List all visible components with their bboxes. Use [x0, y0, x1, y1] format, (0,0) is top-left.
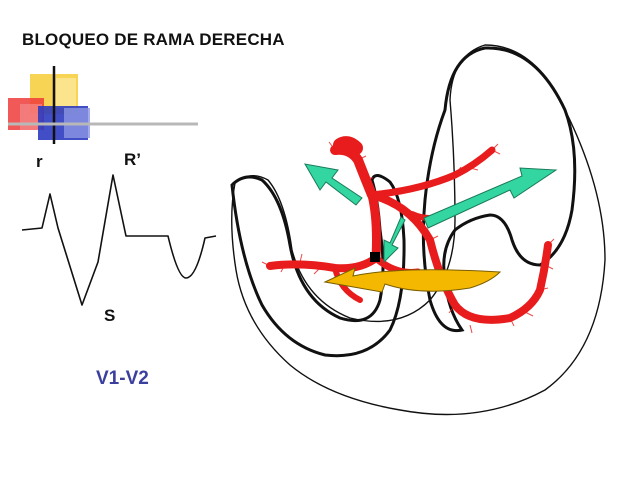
green-arrow-icon: [304, 163, 558, 264]
yellow-curved-arrow-icon: [323, 267, 502, 293]
ecg-label-r-prime: R’: [124, 150, 141, 169]
heart-left-chamber-icon: [230, 174, 406, 358]
his-bundle-node-icon: [370, 252, 380, 262]
ecg-label-r: r: [36, 152, 43, 171]
ecg-waveform-icon: [21, 174, 217, 306]
page-title: BLOQUEO DE RAMA DERECHA: [22, 30, 285, 49]
decorative-squares-icon: [8, 66, 198, 144]
ecg-label-s: S: [104, 306, 116, 325]
ecg-lead-label: V1-V2: [96, 368, 149, 389]
